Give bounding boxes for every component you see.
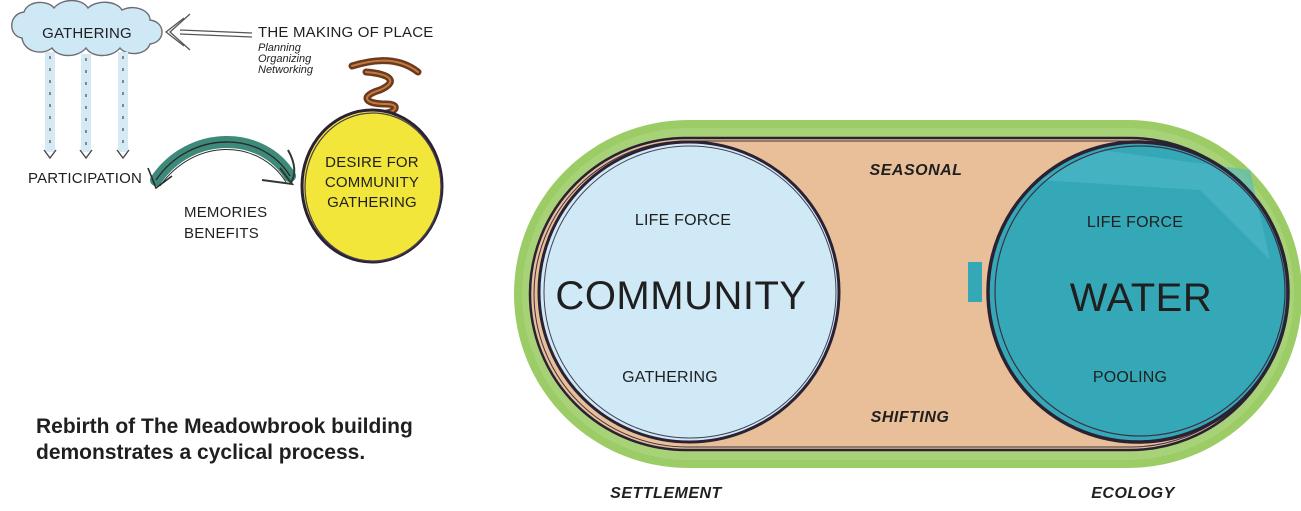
rain-streaks xyxy=(45,52,128,152)
green-curved-arrow xyxy=(147,136,296,190)
water-main-text: WATER xyxy=(1069,276,1213,320)
caption-line: demonstrates a cyclical process. xyxy=(36,441,366,464)
shifting-label: SHIFTING xyxy=(870,409,950,426)
making-of-place-arrow xyxy=(164,13,253,51)
seasonal-label: SEASONAL xyxy=(869,162,963,179)
desire-circle xyxy=(300,108,444,264)
water-bottom-text: POOLING xyxy=(1092,369,1168,386)
community-circle-shape xyxy=(537,140,841,444)
desire-circle-line: COMMUNITY xyxy=(324,174,420,191)
water-top-text: LIFE FORCE xyxy=(1086,214,1184,231)
cloud-label: GATHERING xyxy=(42,25,132,42)
settlement-label: SETTLEMENT xyxy=(610,485,722,502)
community-top-text: LIFE FORCE xyxy=(634,212,732,229)
making-of-place-item: Networking xyxy=(258,64,314,76)
small-dark-arrow xyxy=(261,149,296,186)
community-main-text: COMMUNITY xyxy=(555,274,807,318)
desire-circle-line: GATHERING xyxy=(327,194,417,211)
caption-line: Rebirth of The Meadowbrook building xyxy=(36,415,413,438)
ecology-label: ECOLOGY xyxy=(1091,485,1175,502)
making-of-place-item: Planning xyxy=(258,42,301,54)
making-of-place-title: THE MAKING OF PLACE xyxy=(258,24,434,41)
community-bottom-text: GATHERING xyxy=(622,369,718,386)
participation-label: PARTICIPATION xyxy=(28,170,143,187)
down-arrows xyxy=(43,149,130,160)
memories-line: BENEFITS xyxy=(184,225,259,242)
making-of-place-item: Organizing xyxy=(258,53,312,65)
cloud-shape xyxy=(11,0,163,57)
memories-line: MEMORIES xyxy=(184,204,268,221)
water-circle-shape xyxy=(968,140,1290,444)
squiggle-arrow xyxy=(348,57,422,118)
desire-circle-line: DESIRE FOR xyxy=(325,154,419,171)
